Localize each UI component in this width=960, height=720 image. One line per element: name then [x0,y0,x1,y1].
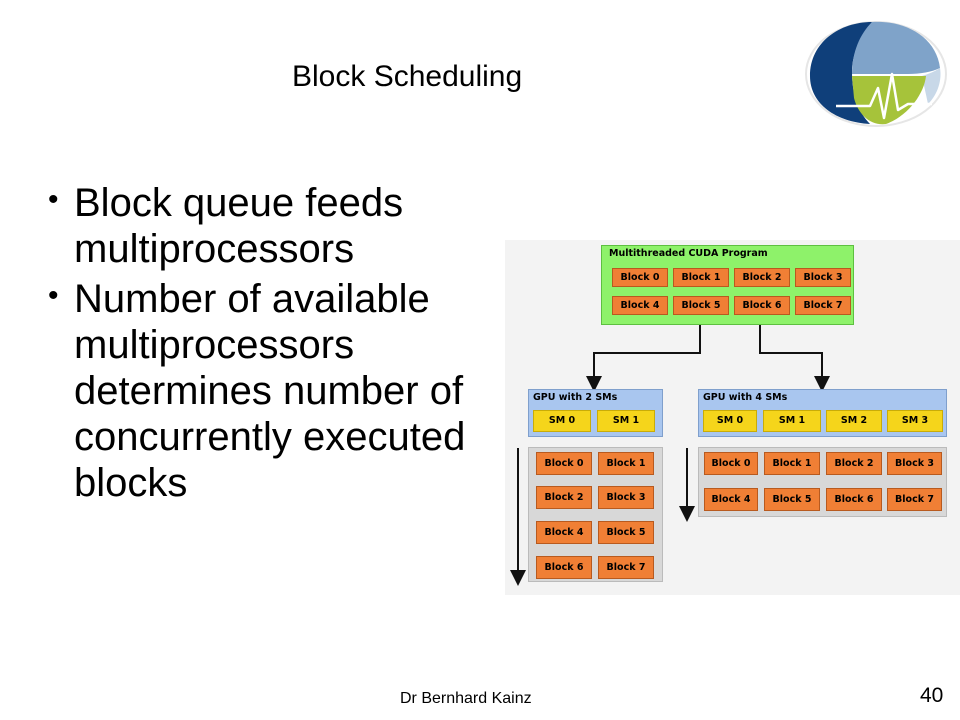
scheduled-block: Block 0 [704,452,758,475]
program-block: Block 5 [673,296,729,315]
cuda-program-label: Multithreaded CUDA Program [609,248,768,259]
slide-title: Block Scheduling [292,60,523,93]
program-block: Block 2 [734,268,790,287]
program-block: Block 3 [795,268,851,287]
scheduled-block: Block 2 [826,452,882,475]
program-block: Block 0 [612,268,668,287]
bullet-dot-icon: • [48,183,59,216]
sm-cell: SM 1 [763,410,821,432]
scheduled-block: Block 2 [536,486,592,509]
bullet-text: Block queue feeds multiprocessors [74,181,404,271]
bullet-dot-icon: • [48,279,59,312]
scheduled-block: Block 4 [536,521,592,544]
arrow-to-gpu2 [586,325,701,392]
bullet-list: • Block queue feeds multiprocessors • Numb… [48,180,488,510]
scheduled-block: Block 4 [704,488,758,511]
scheduled-block: Block 0 [536,452,592,475]
scheduled-block: Block 7 [887,488,942,511]
sm-cell: SM 1 [597,410,655,432]
bullet-item: • Number of available multiprocessors det… [48,276,488,506]
scheduled-block: Block 3 [887,452,942,475]
footer-author: Dr Bernhard Kainz [400,690,532,707]
scheduled-block: Block 1 [598,452,654,475]
program-block: Block 7 [795,296,851,315]
scheduled-block: Block 6 [826,488,882,511]
sm-cell: SM 3 [887,410,943,432]
scheduled-block: Block 5 [598,521,654,544]
sm-cell: SM 0 [703,410,757,432]
program-block: Block 4 [612,296,668,315]
program-block: Block 6 [734,296,790,315]
gpu-4sm-label: GPU with 4 SMs [703,392,788,403]
scheduled-block: Block 1 [764,452,820,475]
scheduled-block: Block 6 [536,556,592,579]
sm-cell: SM 0 [533,410,591,432]
bullet-text: Number of available multiprocessors dete… [74,277,466,505]
gpu-2sm-label: GPU with 2 SMs [533,392,618,403]
program-block: Block 1 [673,268,729,287]
scheduled-block: Block 7 [598,556,654,579]
scheduled-block: Block 3 [598,486,654,509]
page-number: 40 [920,684,944,707]
sm-cell: SM 2 [826,410,882,432]
scheduled-block: Block 5 [764,488,820,511]
arrow-to-gpu4 [759,325,830,392]
bullet-item: • Block queue feeds multiprocessors [48,180,488,272]
heartbeat-brain-logo-icon [805,21,947,127]
connector-arrows [510,325,830,586]
